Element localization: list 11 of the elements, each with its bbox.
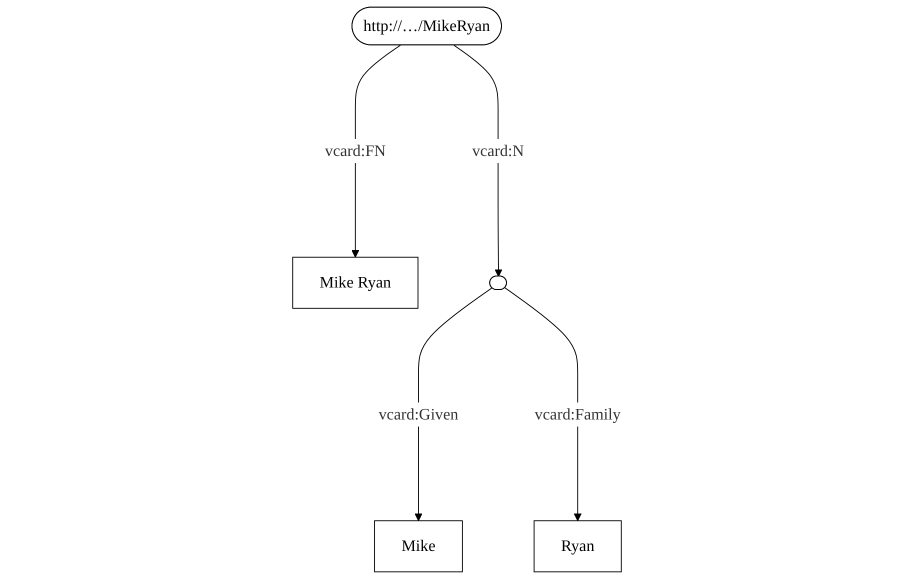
node-box: Mike Ryan [292, 256, 418, 309]
arrow [453, 44, 502, 277]
edge-label: vcard:N [472, 142, 524, 160]
edge-label: vcard:Given [378, 405, 458, 424]
arrow [351, 44, 401, 258]
arrow [504, 287, 582, 522]
edge-label: vcard:Family [534, 405, 621, 424]
edge-label: vcard:FN [324, 142, 386, 160]
node-box: Ryan [534, 520, 622, 572]
arrow [414, 287, 492, 522]
node-box: Mike [374, 520, 463, 572]
